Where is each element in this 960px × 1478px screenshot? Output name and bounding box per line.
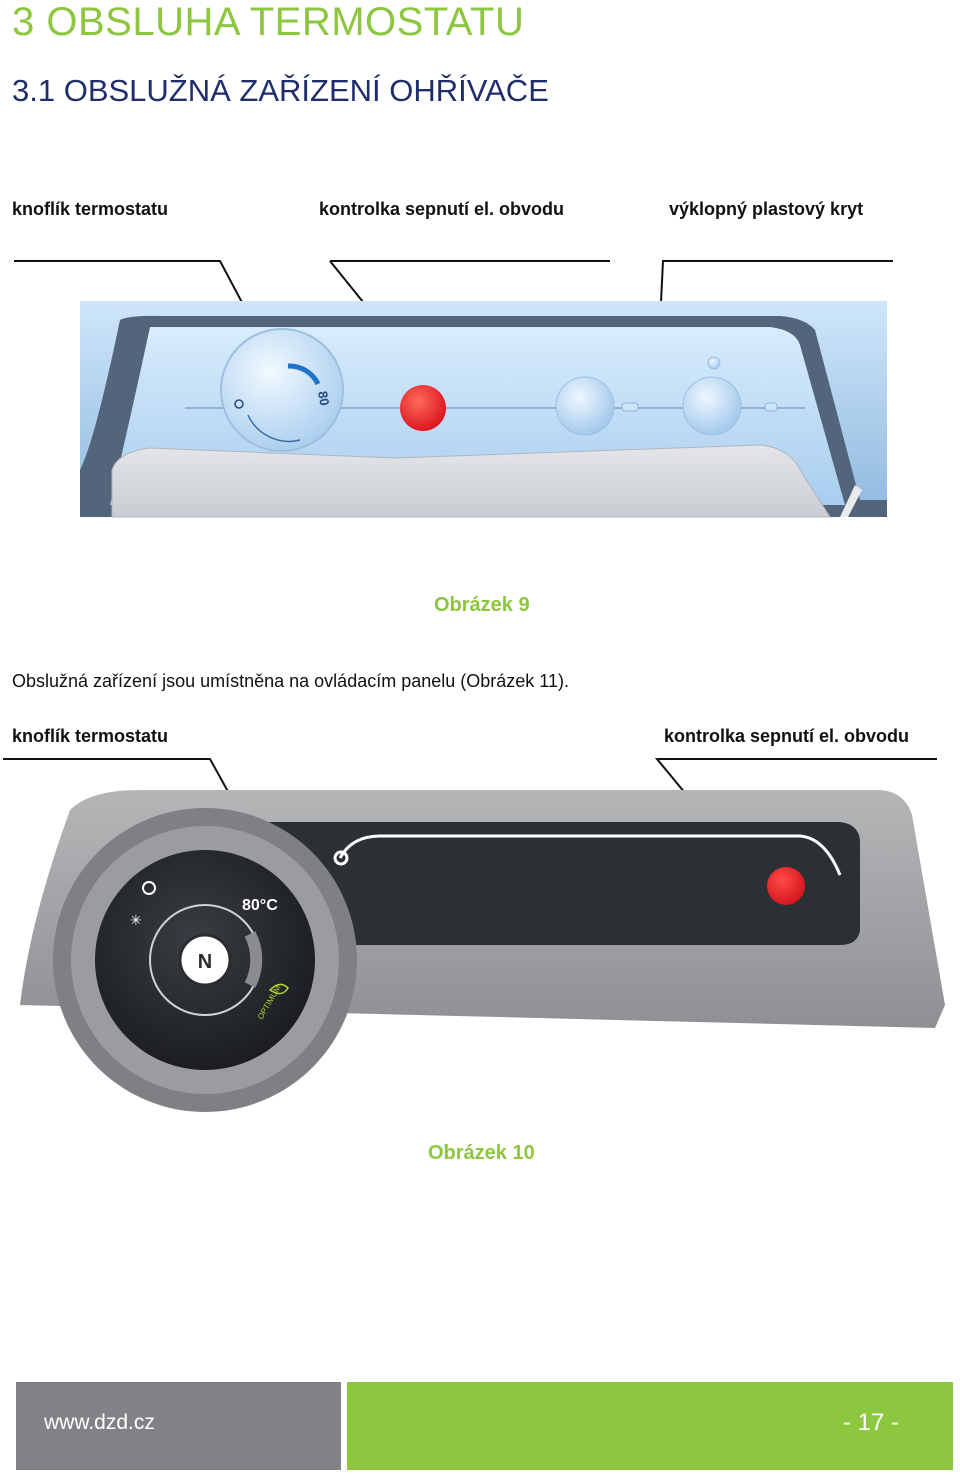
body-paragraph: Obslužná zařízení jsou umístněna na ovlá…: [12, 671, 569, 692]
fig10-dial-temp: 80°C: [242, 897, 278, 914]
page-number: - 17 -: [843, 1409, 899, 1437]
fig9-label-indicator: kontrolka sepnutí el. obvodu: [319, 199, 564, 220]
fig9-label-knob: knoflík termostatu: [12, 199, 168, 220]
fig10-caption: Obrázek 10: [428, 1142, 535, 1165]
svg-text:N: N: [198, 951, 212, 973]
fig10-dial-brand: OPTIMUM: [256, 983, 283, 1021]
fig9-caption: Obrázek 9: [434, 594, 530, 617]
footer-url: www.dzd.cz: [44, 1411, 155, 1435]
fig9-label-cover: výklopný plastový kryt: [669, 199, 863, 220]
svg-text:✳: ✳: [130, 913, 142, 929]
fig9-dial-text: 80: [315, 390, 332, 407]
section-heading: 3.1 OBSLUŽNÁ ZAŘÍZENÍ OHŘÍVAČE: [12, 73, 549, 109]
fig10-label-indicator: kontrolka sepnutí el. obvodu: [664, 726, 909, 747]
chapter-heading: 3 OBSLUHA TERMOSTATU: [12, 0, 524, 45]
fig9-leader-lines: [14, 261, 893, 425]
fig10-label-knob: knoflík termostatu: [12, 726, 168, 747]
